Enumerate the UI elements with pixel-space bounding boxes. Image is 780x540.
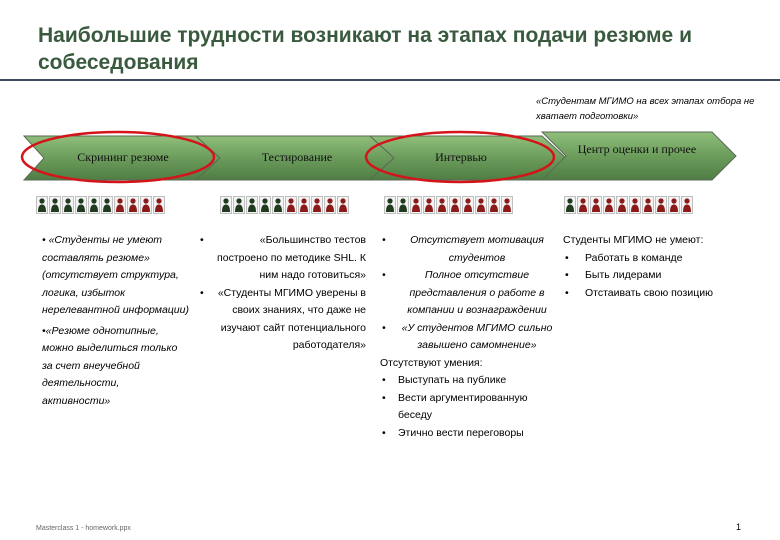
person-icon-rejected [616,196,628,214]
highlight-oval-screening [20,130,216,184]
testing-point-2: •«Студенты МГИМО уверены в своих знаниях… [200,286,366,352]
person-icon-passed [220,196,232,214]
person-icon-rejected [629,196,641,214]
person-icon-passed [36,196,48,214]
person-icon-passed [233,196,245,214]
assessment-point-1: •Работать в команде [565,251,683,264]
assessment-heading: Студенты МГИМО не умеют: [563,234,704,246]
person-icon-rejected [436,196,448,214]
screening-point-2: •«Резюме однотипные, можно выделиться то… [42,324,178,407]
interview-skill-3: •Этично вести переговоры [382,426,524,439]
column-screening: • «Студенты не умеют составлять резюме» … [42,232,190,410]
people-row-screening [36,196,165,214]
stage-arrow-4 [540,131,737,181]
person-icon-rejected [140,196,152,214]
person-icon-passed [384,196,396,214]
people-row-interview [384,196,513,214]
person-icon-rejected [449,196,461,214]
column-interview: •Отсутствует мотивация студентов •Полное… [380,232,556,442]
person-icon-passed [101,196,113,214]
stage-label-screening: Скрининг резюме [77,150,169,164]
person-icon-rejected [681,196,693,214]
person-icon-passed [259,196,271,214]
person-icon-rejected [324,196,336,214]
interview-skill-1: •Выступать на публике [382,374,507,386]
person-icon-passed [397,196,409,214]
person-icon-rejected [488,196,500,214]
stage-label-assessment: Центр оценки и прочее [577,142,697,156]
page-number: 1 [736,522,742,532]
person-icon-passed [75,196,87,214]
interview-point-2: •Полное отсутствие представления о работ… [382,269,547,316]
assessment-point-2: •Быть лидерами [565,269,662,281]
person-icon-rejected [285,196,297,214]
person-icon-rejected [298,196,310,214]
interview-point-3: •«У студентов МГИМО сильно завышено само… [382,321,553,352]
person-icon-passed [62,196,74,214]
screening-point-1: • «Студенты не умеют составлять резюме» … [42,234,189,316]
person-icon-rejected [153,196,165,214]
stage-label-testing: Тестирование [261,150,333,164]
interview-skill-2: •Вести аргументированную беседу [382,391,528,422]
stage-label-interview: Интервью [435,150,487,164]
assessment-point-3: •Отстаивать свою позицию [565,286,713,299]
testing-point-1: •«Большинство тестов построено по методи… [200,234,366,281]
person-icon-rejected [475,196,487,214]
person-icon-rejected [590,196,602,214]
people-row-testing [220,196,349,214]
person-icon-rejected [603,196,615,214]
person-icon-rejected [410,196,422,214]
header-quote: «Студентам МГИМО на всех этапах отбора н… [536,96,755,122]
person-icon-rejected [311,196,323,214]
person-icon-rejected [462,196,474,214]
footer-filename: Masterclass 1 - homework.ppx [36,525,131,532]
highlight-oval-interview [364,130,556,184]
person-icon-rejected [423,196,435,214]
person-icon-passed [272,196,284,214]
people-row-assessment [564,196,693,214]
person-icon-rejected [127,196,139,214]
column-assessment: Студенты МГИМО не умеют: •Работать в ком… [563,232,733,302]
person-icon-rejected [577,196,589,214]
person-icon-rejected [642,196,654,214]
title-divider [0,79,780,81]
person-icon-passed [564,196,576,214]
person-icon-rejected [114,196,126,214]
person-icon-rejected [655,196,667,214]
person-icon-rejected [668,196,680,214]
person-icon-passed [49,196,61,214]
person-icon-passed [246,196,258,214]
interview-skills-heading: Отсутствуют умения: [380,356,483,369]
person-icon-rejected [337,196,349,214]
column-testing: •«Большинство тестов построено по методи… [198,232,366,355]
page-title: Наибольшие трудности возникают на этапах… [38,24,692,74]
interview-point-1: •Отсутствует мотивация студентов [382,234,544,264]
person-icon-rejected [501,196,513,214]
person-icon-passed [88,196,100,214]
